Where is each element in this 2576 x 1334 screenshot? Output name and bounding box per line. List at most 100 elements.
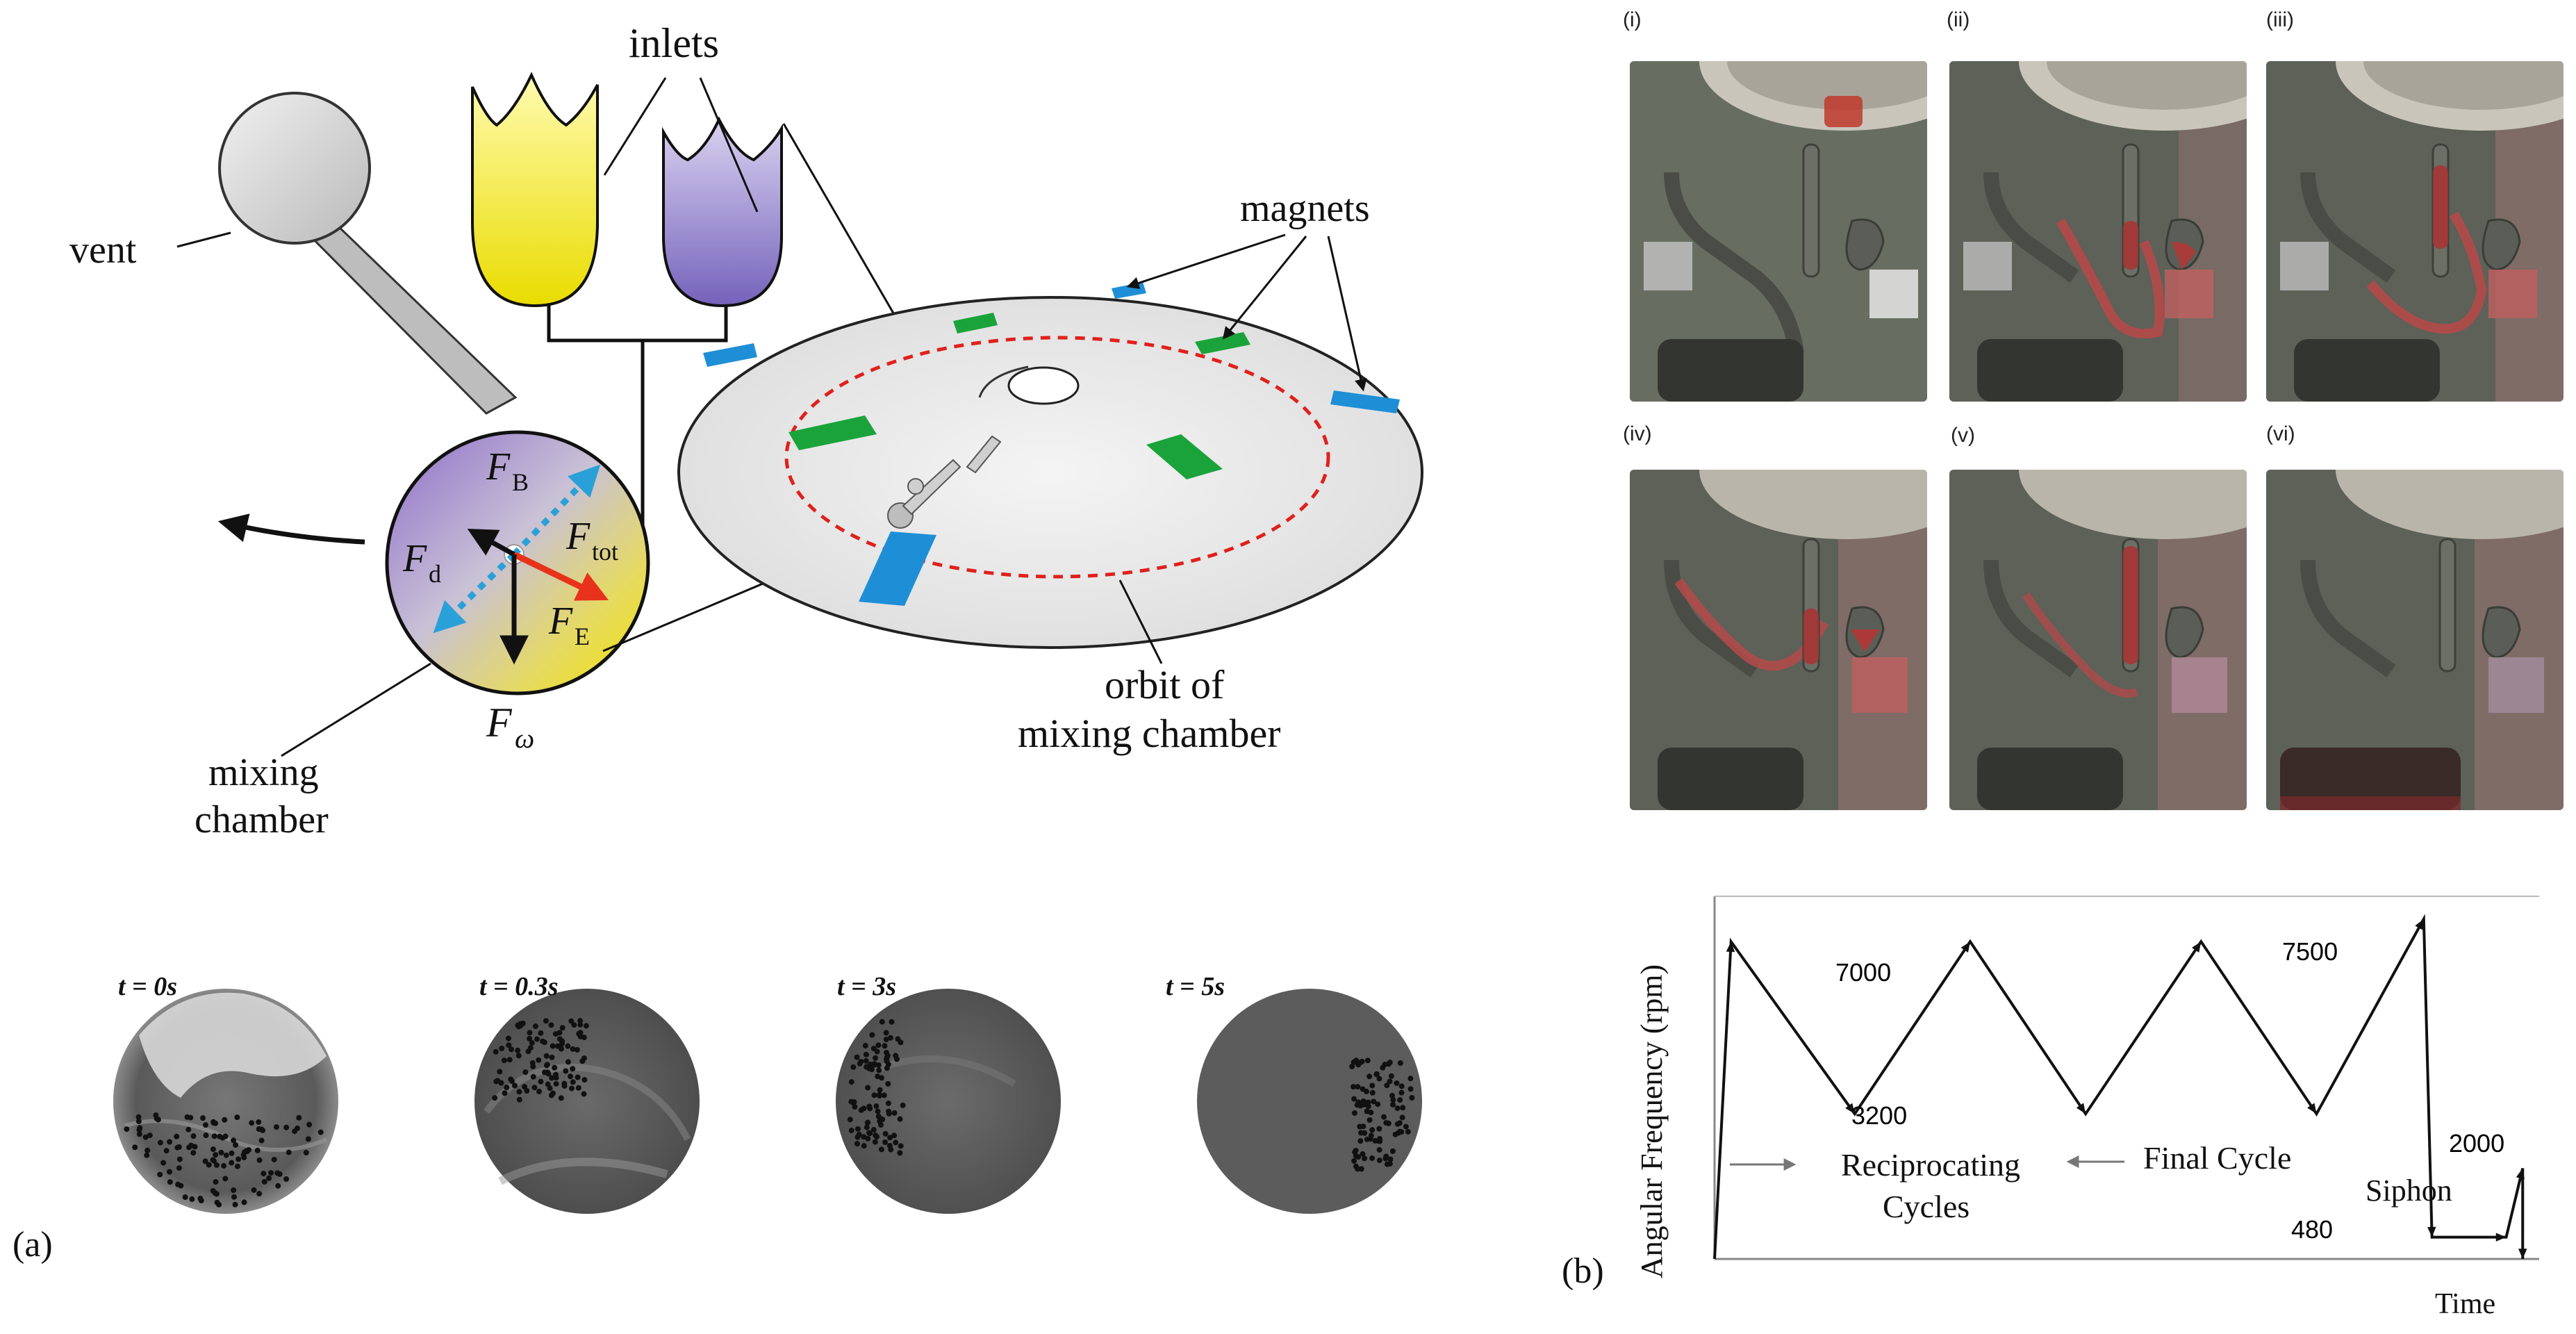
rpm-profile-point (2076, 1103, 2086, 1114)
magnets-leader-2 (1222, 236, 1307, 340)
tracer-particle (135, 1118, 142, 1124)
tracer-particle (516, 1089, 522, 1095)
tracer-particle (1353, 1057, 1360, 1064)
tracer-particle (1362, 1155, 1368, 1162)
tracer-particle (1369, 1089, 1376, 1096)
tracer-particle (1377, 1136, 1383, 1142)
tracer-particle (223, 1152, 229, 1158)
tracer-particle (1389, 1101, 1396, 1107)
tracer-particle (556, 1036, 563, 1042)
disc-chip (887, 435, 1002, 529)
tracer-particle (875, 1042, 882, 1048)
tracer-particle (1390, 1097, 1396, 1103)
photo-caption: (i) (1623, 8, 1642, 31)
tracer-particle (886, 1110, 892, 1117)
tracer-particle (1400, 1105, 1406, 1111)
tracer-particle (881, 1092, 887, 1098)
tracer-particle (854, 1126, 861, 1132)
tracer-particle (1355, 1166, 1361, 1172)
tracer-particle (157, 1139, 163, 1146)
vent-leader-line (176, 231, 231, 248)
tracer-particle (213, 1179, 219, 1185)
tracer-particle (568, 1085, 575, 1092)
tracer-particle (241, 1199, 247, 1205)
tracer-particle (1373, 1071, 1380, 1078)
purple-inlet (662, 116, 783, 308)
tracer-particle (185, 1126, 192, 1133)
tracer-particle (1381, 1114, 1387, 1120)
tracer-particle (1403, 1123, 1409, 1130)
tracer-particle (305, 1136, 311, 1142)
tracer-particle (527, 1035, 533, 1041)
tracer-particle (234, 1163, 240, 1169)
force-label-fw: F ω (486, 700, 534, 754)
tracer-particle (1389, 1092, 1396, 1098)
tracer-particle (1387, 1060, 1393, 1066)
tracer-particle (1368, 1133, 1374, 1139)
tracer-particle (1375, 1101, 1381, 1107)
tracer-particle (1376, 1146, 1382, 1153)
tracer-particle (189, 1196, 195, 1202)
tracer-particle (1349, 1063, 1355, 1069)
tracer-particle (142, 1134, 149, 1140)
tracer-particle (581, 1055, 587, 1062)
snapshot-t5 (1197, 989, 1422, 1214)
tracer-particle (502, 1090, 508, 1096)
tracer-particle (858, 1107, 864, 1113)
tracer-particle (1387, 1161, 1393, 1167)
svg-text:F: F (565, 515, 591, 558)
tracer-particle (565, 1043, 571, 1049)
tracer-particle (518, 1021, 524, 1027)
tracer-particle (233, 1142, 239, 1148)
mixing-chamber-leader (281, 662, 431, 757)
tracer-particle (260, 1127, 266, 1133)
tracer-particle (1351, 1084, 1356, 1090)
tracer-particle (1364, 1136, 1370, 1142)
tracer-particle (850, 1064, 857, 1070)
tracer-particle (1397, 1060, 1403, 1066)
tracer-particle (1380, 1064, 1386, 1071)
tracer-particle (292, 1128, 298, 1135)
tracer-particle (888, 1146, 894, 1153)
rpm-profile-point (1845, 1103, 1855, 1114)
tracer-particle (506, 1042, 512, 1048)
tracer-particle (493, 1048, 499, 1055)
force-label-fe: F E (548, 600, 590, 650)
tracer-particle (505, 1035, 511, 1041)
tracer-particle (525, 1048, 531, 1055)
tracer-particle (856, 1131, 862, 1137)
rotating-disc (677, 282, 1423, 649)
orbit-label-line1: orbit of (1105, 662, 1225, 707)
tracer-particle (135, 1114, 142, 1120)
tracer-particle (306, 1121, 313, 1128)
tracer-particle (538, 1030, 544, 1036)
inlets-leader-right (699, 77, 759, 213)
device-photo-iv (1630, 470, 1927, 810)
blue-magnet (703, 343, 757, 367)
tracer-particle (1369, 1155, 1376, 1161)
reciprocating-label-line1: Reciprocating (1841, 1147, 2020, 1183)
inlet-channel-left (547, 306, 645, 535)
tracer-particle (1362, 1130, 1368, 1136)
tracer-particle (283, 1176, 290, 1183)
tracer-particle (232, 1201, 238, 1208)
tracer-particle (895, 1036, 901, 1042)
tracer-particle (897, 1150, 903, 1156)
tracer-particle (492, 1095, 498, 1101)
tracer-particle (190, 1150, 197, 1156)
panel-a: vent inlets F B (69, 20, 1423, 1214)
tracer-particle (577, 1018, 584, 1024)
tracer-particle (848, 1079, 854, 1085)
svg-text:ω: ω (515, 723, 534, 754)
buoyancy-force-arrow (511, 464, 601, 557)
tracer-particle (1357, 1138, 1364, 1144)
tracer-particle (210, 1120, 217, 1126)
tracer-particle (1359, 1058, 1365, 1064)
tracer-particle (1369, 1082, 1376, 1089)
panel-b-tag: (b) (1562, 1251, 1604, 1291)
orbit-leader (1118, 579, 1163, 664)
tracer-particle (1372, 1137, 1378, 1144)
tracer-particle (495, 1078, 501, 1084)
tracer-particle (847, 1117, 853, 1123)
force-label-ftot: F tot (565, 515, 618, 566)
